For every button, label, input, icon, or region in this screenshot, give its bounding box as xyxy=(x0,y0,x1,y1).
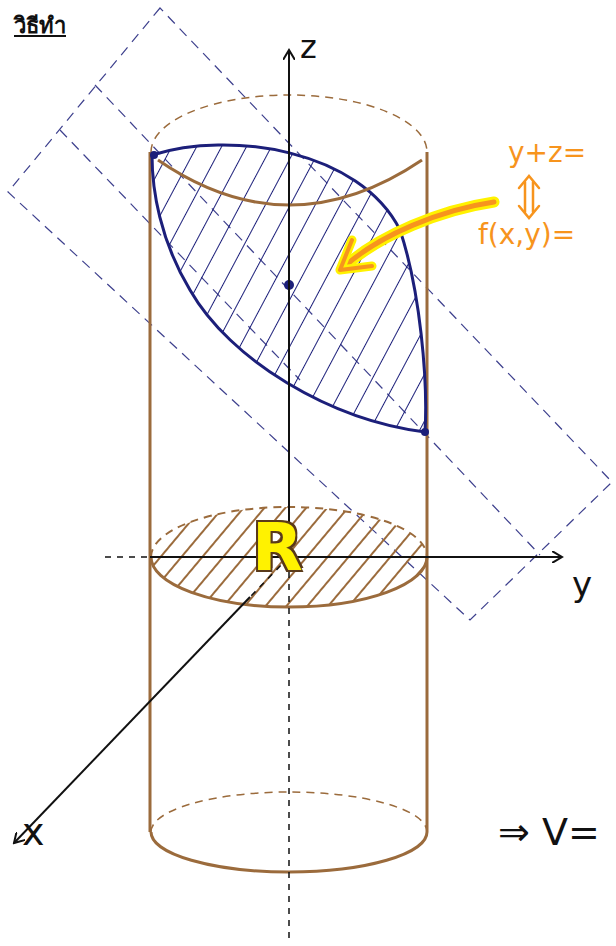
plane-outline xyxy=(8,8,612,620)
equation-label: y+z= xyxy=(508,138,586,169)
formula-label: ⇒ V= xyxy=(498,812,600,854)
pointer-arrow xyxy=(340,202,494,270)
axis-label: z xyxy=(300,30,317,65)
axes xyxy=(14,50,562,940)
axis-label: x xyxy=(22,812,45,854)
axis-label: y xyxy=(572,566,592,603)
equivalence-arrow xyxy=(519,176,539,218)
equation-label: f(x,y)= xyxy=(478,220,575,251)
region-label: R xyxy=(252,512,303,585)
heading: วิธีทำ xyxy=(14,14,66,38)
